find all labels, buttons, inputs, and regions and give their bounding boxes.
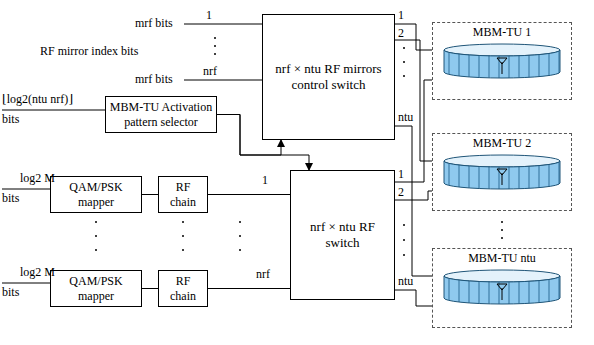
rf-chain-box: RF chain — [158, 176, 208, 213]
connector — [208, 288, 290, 289]
selector-box: MBM-TU Activation pattern selector — [105, 96, 217, 133]
mirror-cylinder — [444, 44, 560, 78]
port-number: nrf — [256, 268, 270, 282]
node-text: nrf × ntu RF mirrors control switch — [263, 61, 394, 92]
port-number: ntu — [398, 111, 413, 125]
mirror-cylinder — [444, 155, 560, 189]
signal-label: mrf bits — [135, 17, 173, 31]
mbm-unit: MBM-TU ntu — [432, 248, 572, 328]
connector — [142, 288, 158, 289]
connector — [208, 194, 290, 195]
node-text: RF chain — [159, 180, 207, 209]
port-number: 1 — [398, 9, 404, 23]
port-number: 2 — [398, 186, 404, 200]
node-text: nrf × ntu RF switch — [291, 219, 394, 250]
node-text: MBM-TU 1 — [470, 25, 534, 39]
mapper-box: QAM/PSK mapper — [50, 270, 142, 307]
switch-box: nrf × ntu RF mirrors control switch — [262, 14, 395, 140]
input-wire — [2, 283, 50, 284]
signal-label: log2 M — [20, 172, 55, 186]
port-number: 2 — [398, 27, 404, 41]
switch-box: nrf × ntu RF switch — [290, 170, 395, 300]
mbm-unit: MBM-TU 2 — [432, 133, 572, 211]
connector — [395, 40, 432, 161]
mapper-box: QAM/PSK mapper — [50, 176, 142, 213]
port-number: nrf — [203, 65, 217, 79]
node-text: MBM-TU ntu — [465, 251, 539, 265]
node-text: QAM/PSK mapper — [51, 180, 141, 209]
input-wire — [2, 110, 105, 111]
node-text: MBM-TU Activation pattern selector — [106, 100, 216, 129]
signal-label: bits — [2, 113, 19, 127]
port-number: 1 — [206, 9, 212, 23]
input-wire — [2, 189, 50, 190]
signal-label: bits — [2, 286, 19, 300]
signal-label: mrf bits — [135, 73, 173, 87]
signal-label: bits — [2, 192, 19, 206]
port-number: ntu — [398, 275, 413, 289]
signal-label: ⌊log2(ntu nrf)⌋ — [2, 93, 73, 107]
connector — [395, 80, 432, 182]
signal-label: RF mirror index bits — [40, 45, 138, 59]
node-text: MBM-TU 2 — [470, 136, 534, 150]
connector — [395, 126, 432, 276]
connector — [142, 194, 158, 195]
input-wire — [184, 24, 262, 25]
node-text: QAM/PSK mapper — [51, 274, 141, 303]
mirror-cylinder — [444, 270, 560, 304]
port-number: 1 — [262, 174, 268, 188]
rf-chain-box: RF chain — [158, 270, 208, 307]
input-wire — [184, 80, 262, 81]
ellipsis-dots — [214, 37, 216, 55]
port-number: 1 — [398, 168, 404, 182]
connector — [395, 290, 432, 306]
signal-label: log2 M — [20, 266, 55, 280]
node-text: RF chain — [159, 274, 207, 303]
mbm-unit: MBM-TU 1 — [432, 22, 572, 100]
connector — [395, 24, 432, 50]
